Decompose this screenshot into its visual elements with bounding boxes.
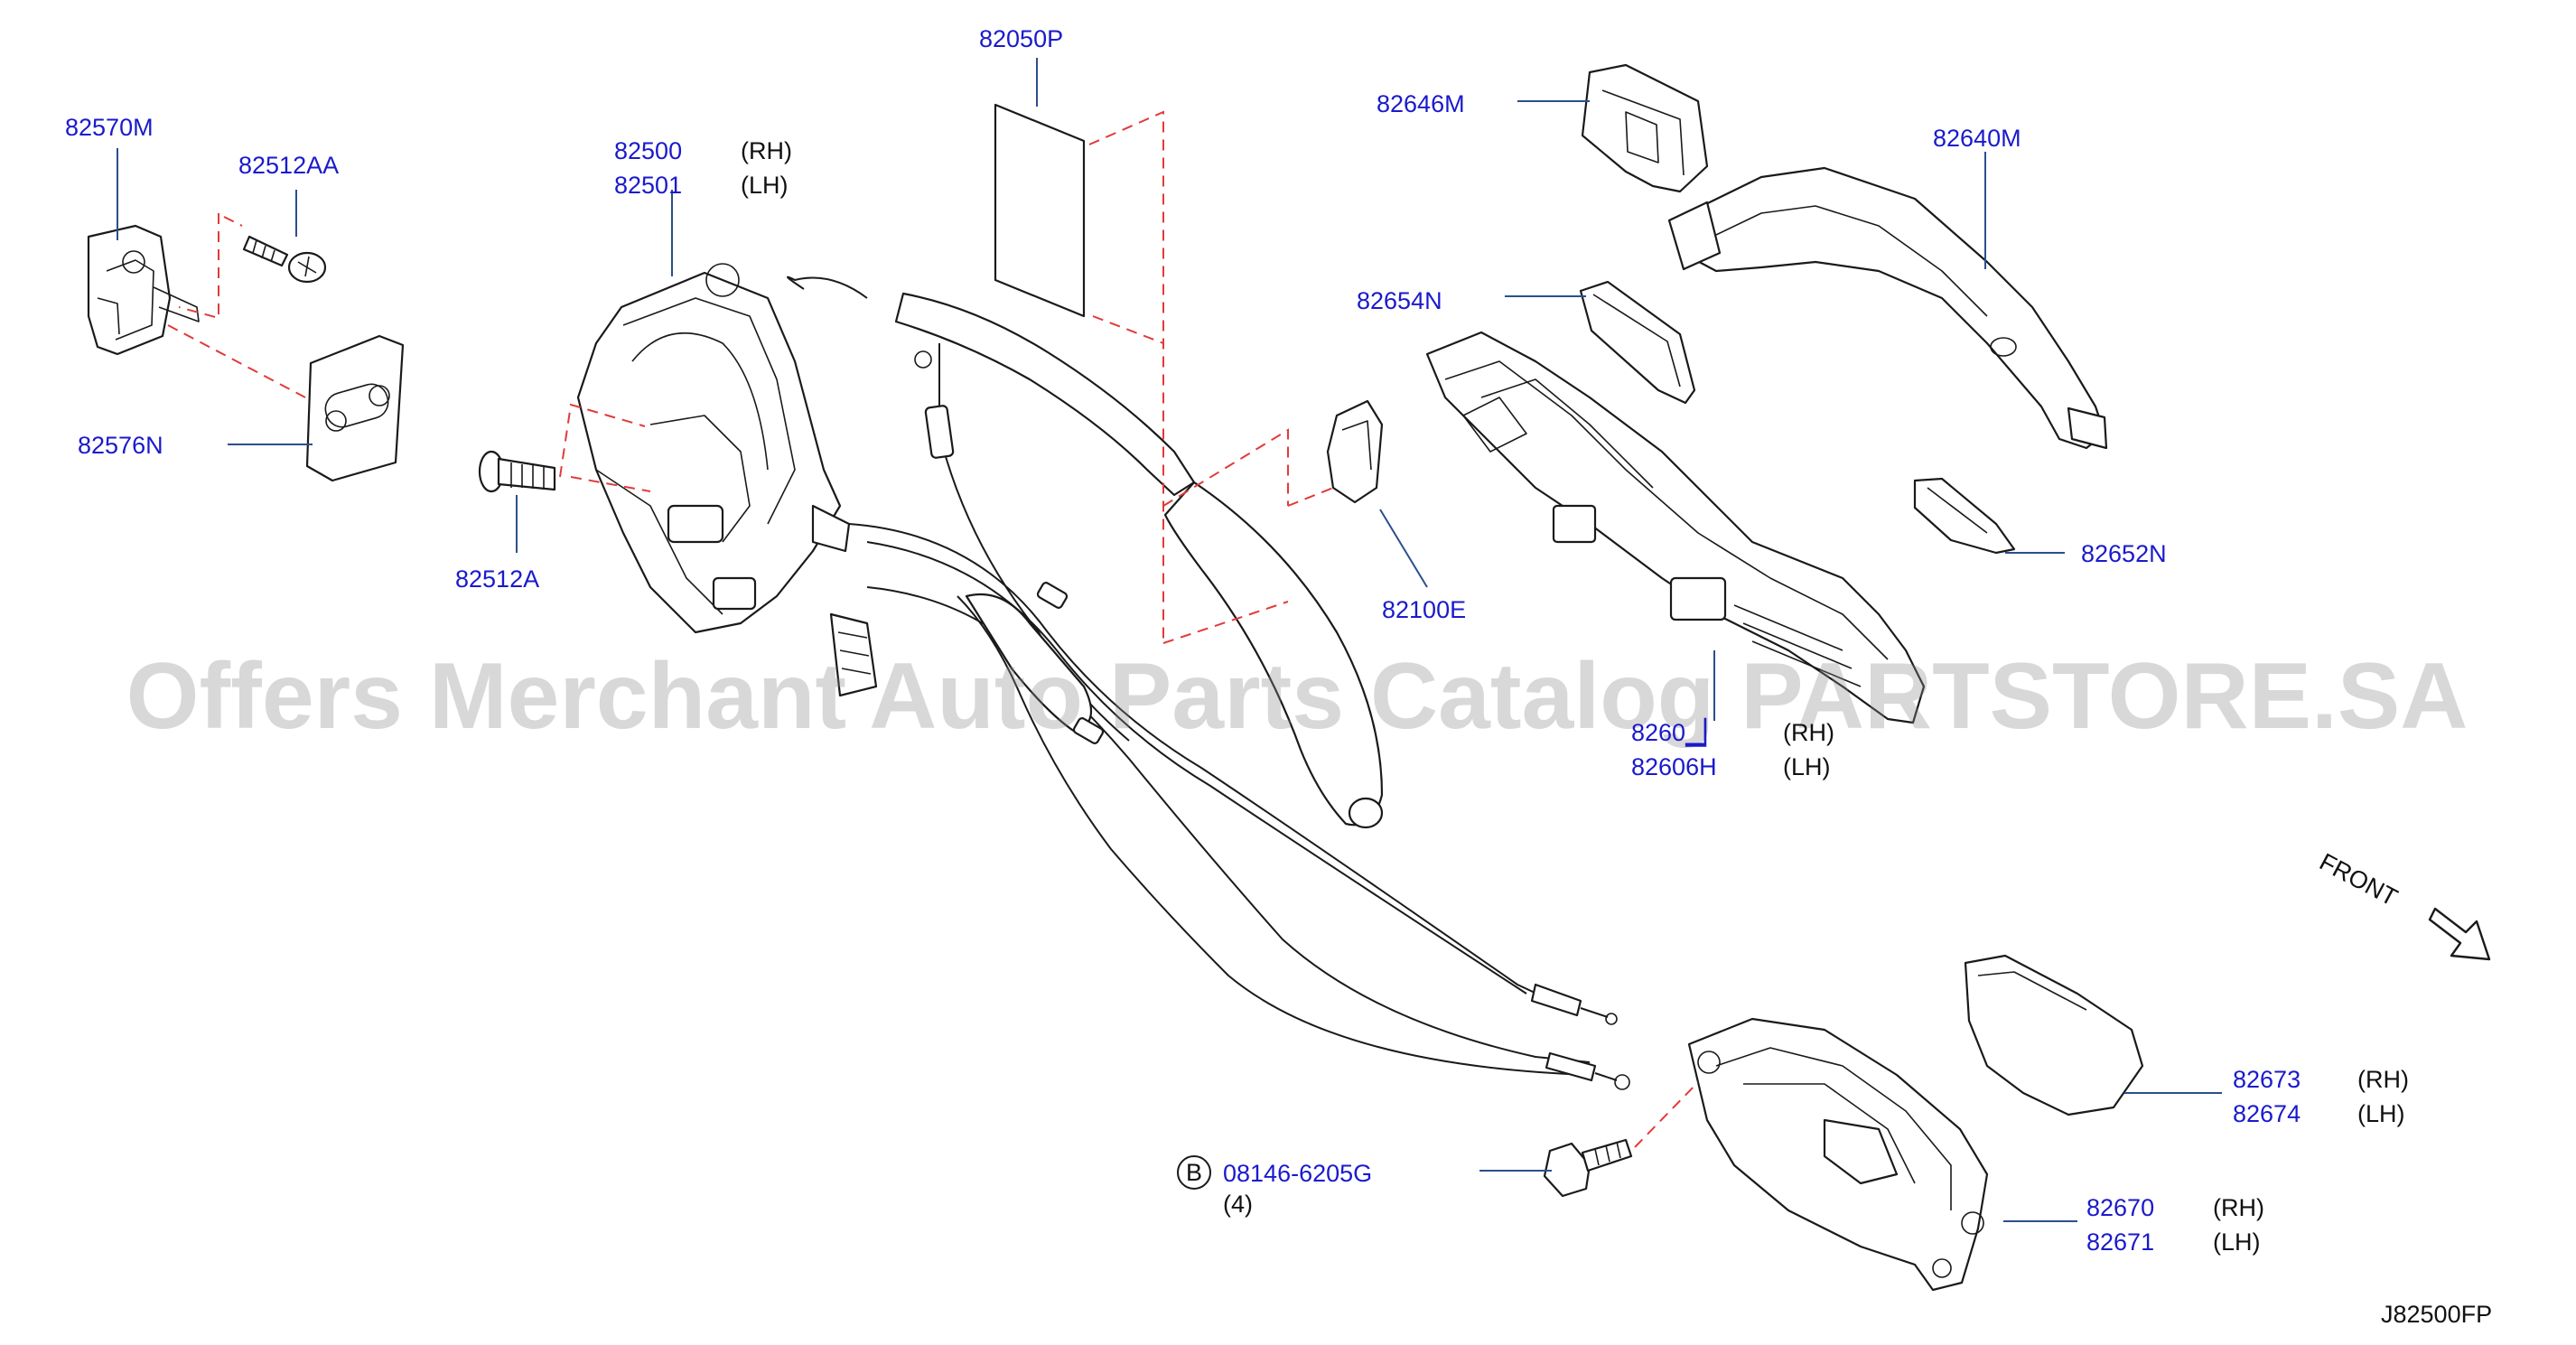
- label-82674-side: (LH): [2357, 1100, 2405, 1127]
- alignment-dashed-lines: [167, 110, 1699, 1148]
- label-82050P[interactable]: 82050P: [979, 25, 1063, 52]
- sealing-pad-part: [994, 103, 1086, 318]
- lock-rod-cable-part: [894, 292, 1384, 829]
- label-82576N[interactable]: 82576N: [78, 432, 163, 459]
- label-82652N[interactable]: 82652N: [2081, 540, 2167, 567]
- watermark-text: Offers Merchant Auto Parts Catalog PARTS…: [126, 644, 2469, 749]
- front-label: FRONT: [2315, 848, 2402, 911]
- label-82606H-side: (LH): [1783, 753, 1831, 780]
- handle-escutcheon-bracket-part: [1581, 63, 1709, 193]
- outside-handle-frame-part: [1425, 331, 1926, 724]
- label-82670[interactable]: 82670: [2086, 1194, 2154, 1221]
- label-82671[interactable]: 82671: [2086, 1228, 2154, 1256]
- outside-handle-grip-part: [1667, 166, 2108, 450]
- label-82654N[interactable]: 82654N: [1357, 287, 1442, 314]
- label-82500[interactable]: 82500: [614, 137, 682, 164]
- leader-lines: [117, 58, 2222, 1222]
- label-82673-side: (RH): [2357, 1066, 2409, 1093]
- circled-b-marker-icon: [1177, 1155, 1211, 1190]
- striker-bracket-part: [87, 224, 200, 356]
- door-lock-actuator-part: [576, 263, 878, 697]
- label-82640M[interactable]: 82640M: [1933, 125, 2021, 152]
- rod-clip-part: [1326, 399, 1384, 504]
- label-82646M[interactable]: 82646M: [1377, 90, 1465, 117]
- label-82673[interactable]: 82673: [2233, 1066, 2301, 1093]
- label-82671-side: (LH): [2213, 1228, 2261, 1256]
- label-82100E[interactable]: 82100E: [1382, 596, 1466, 623]
- bolt-marker-letter: B: [1186, 1159, 1202, 1186]
- label-82570M[interactable]: 82570M: [65, 114, 154, 141]
- label-82512AA[interactable]: 82512AA: [238, 152, 339, 179]
- label-82606-rh[interactable]: 8260▁▏: [1631, 717, 1723, 747]
- door-cables-part: [787, 276, 1630, 1090]
- front-direction-arrow-icon: [2428, 907, 2491, 961]
- label-82512A[interactable]: 82512A: [455, 565, 539, 593]
- striker-cover-part: [305, 334, 405, 482]
- handle-front-gasket-part: [1579, 280, 1696, 405]
- inside-handle-part: [1687, 1017, 1989, 1292]
- diagram-code: J82500FP: [2381, 1301, 2492, 1328]
- label-82674[interactable]: 82674: [2233, 1100, 2301, 1127]
- label-82606-rh-side: (RH): [1783, 719, 1834, 746]
- label-82501[interactable]: 82501: [614, 172, 682, 199]
- handle-rear-gasket-part: [1913, 477, 2016, 555]
- label-08146-6205G[interactable]: 08146-6205G: [1223, 1160, 1372, 1187]
- label-82670-side: (RH): [2213, 1194, 2264, 1221]
- label-bolt-qty: (4): [1223, 1191, 1253, 1218]
- label-82500-side: (RH): [741, 137, 792, 164]
- label-82501-side: (LH): [741, 172, 789, 199]
- inside-handle-cover-part: [1964, 954, 2144, 1116]
- label-82606H[interactable]: 82606H: [1631, 753, 1717, 780]
- screw-82512a-part: [478, 450, 556, 493]
- screw-82512aa-part: [242, 235, 327, 284]
- flange-bolt-part: [1543, 1138, 1633, 1198]
